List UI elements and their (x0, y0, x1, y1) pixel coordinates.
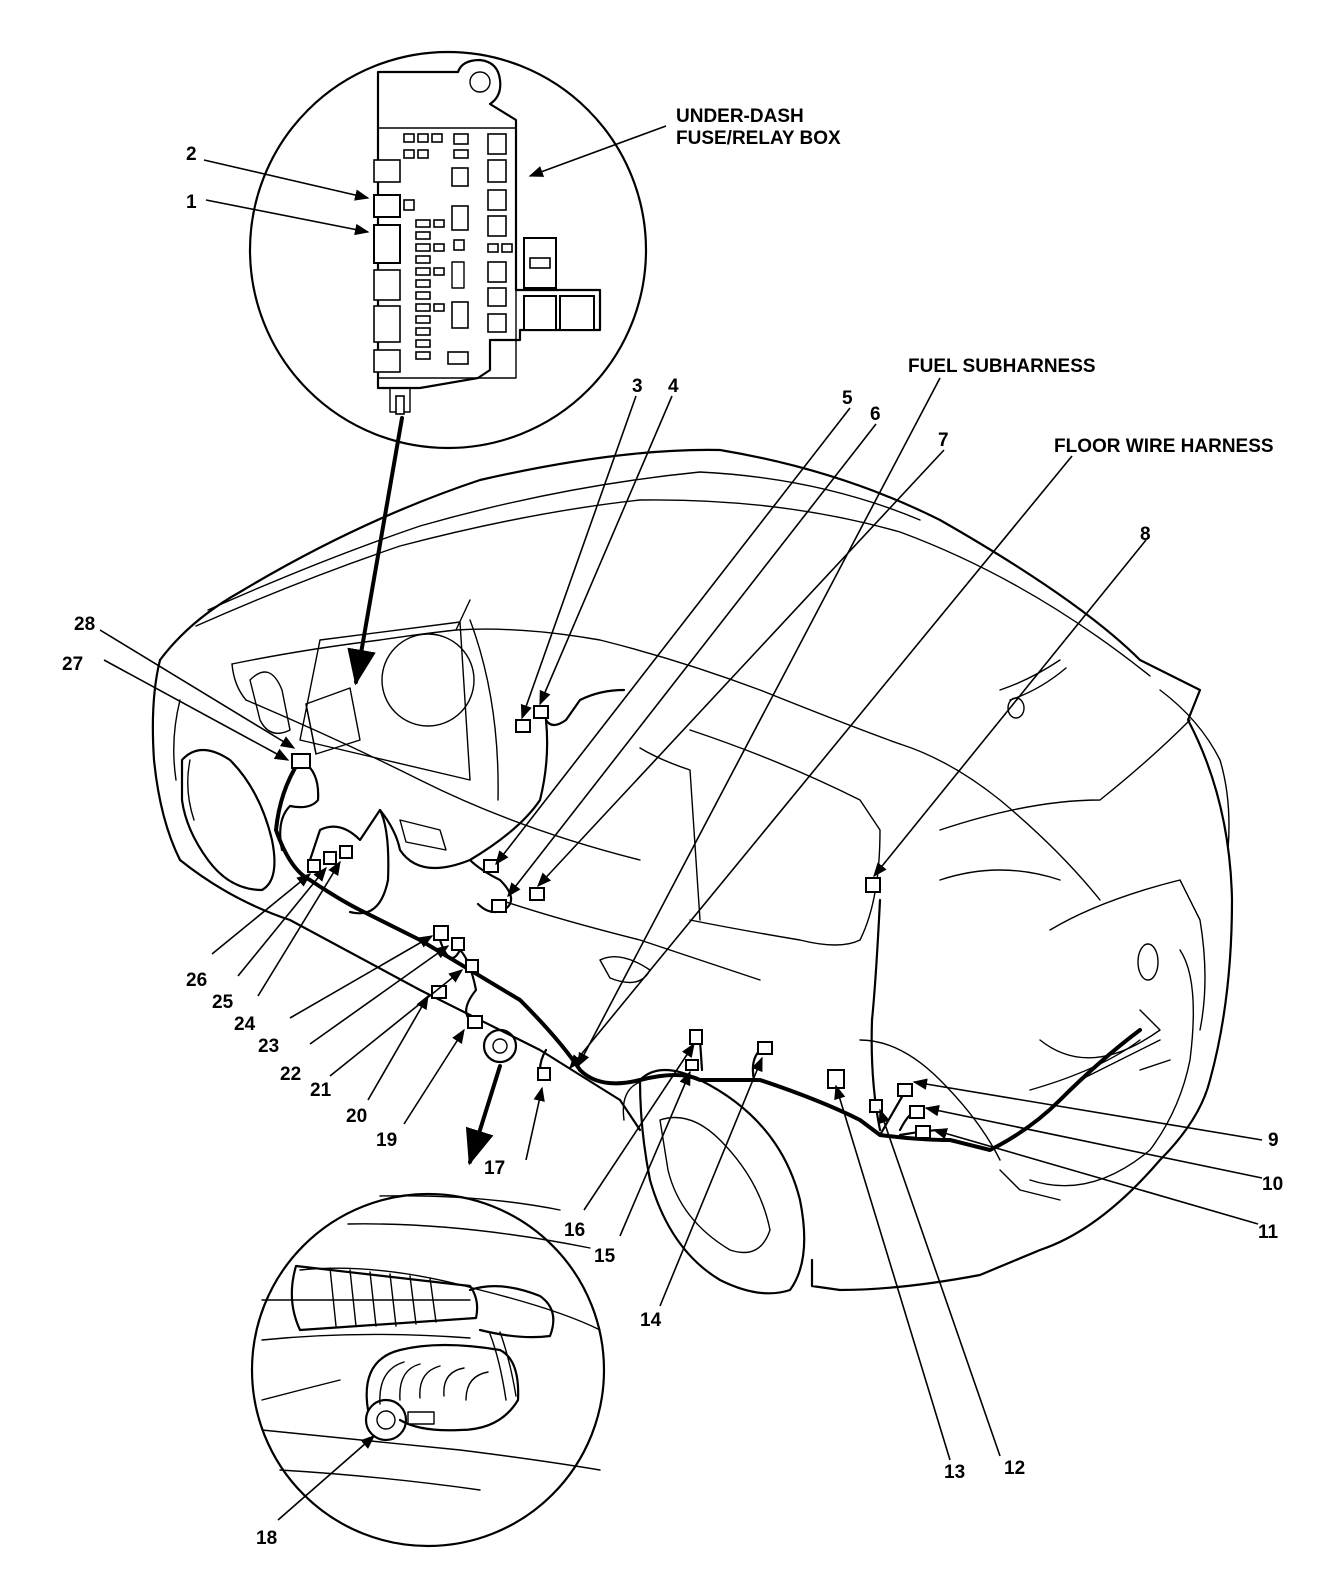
callout-1: 1 (186, 192, 197, 213)
callout-28: 28 (74, 614, 95, 635)
callout-numbers: 1 2 3 4 5 6 7 8 9 10 11 12 13 14 15 16 1… (62, 144, 1283, 1549)
ground-connection-inset (250, 1192, 606, 1548)
leader-18 (277, 1435, 376, 1521)
callout-14: 14 (640, 1310, 662, 1331)
callout-12: 12 (1004, 1458, 1025, 1479)
callout-17: 17 (484, 1158, 505, 1179)
label-under-dash: UNDER-DASH (676, 106, 804, 127)
leader-2 (203, 159, 370, 201)
fuse-relay-box (373, 58, 602, 415)
fuse-box-inset-circle (248, 50, 648, 450)
wire-harness (274, 688, 1142, 1152)
vehicle-body (151, 448, 1234, 1295)
callout-3: 3 (632, 376, 643, 397)
callout-10: 10 (1262, 1174, 1283, 1195)
callout-22: 22 (280, 1064, 301, 1085)
ground-inset-circle (250, 1192, 606, 1548)
label-fuse-relay-box: FUSE/RELAY BOX (676, 128, 841, 149)
callout-27: 27 (62, 654, 83, 675)
callout-16: 16 (564, 1220, 585, 1241)
callout-25: 25 (212, 992, 234, 1013)
callout-13: 13 (944, 1462, 965, 1483)
callout-26: 26 (186, 970, 207, 991)
leader-1 (205, 199, 370, 236)
callout-8: 8 (1140, 524, 1151, 545)
callout-18: 18 (256, 1528, 277, 1549)
callout-23: 23 (258, 1036, 279, 1057)
callout-7: 7 (938, 430, 949, 451)
callout-20: 20 (346, 1106, 367, 1127)
callout-24: 24 (234, 1014, 256, 1035)
callout-6: 6 (870, 404, 881, 425)
callout-11: 11 (1258, 1222, 1279, 1243)
callout-9: 9 (1268, 1130, 1279, 1151)
connectors (291, 705, 931, 1139)
callout-19: 19 (376, 1130, 397, 1151)
callout-21: 21 (310, 1080, 332, 1101)
callout-4: 4 (668, 376, 679, 397)
callout-5: 5 (842, 388, 853, 409)
callout-15: 15 (594, 1246, 616, 1267)
fuse-box-inset (203, 50, 667, 686)
ground-grommet (482, 1028, 518, 1064)
callout-leaders (99, 377, 1263, 1461)
leader-fuse-box-location (347, 416, 404, 686)
leader-under-dash (528, 125, 667, 177)
label-floor-wire-harness: FLOOR WIRE HARNESS (1054, 436, 1274, 457)
label-fuel-subharness: FUEL SUBHARNESS (908, 356, 1096, 377)
callout-2: 2 (186, 144, 197, 165)
